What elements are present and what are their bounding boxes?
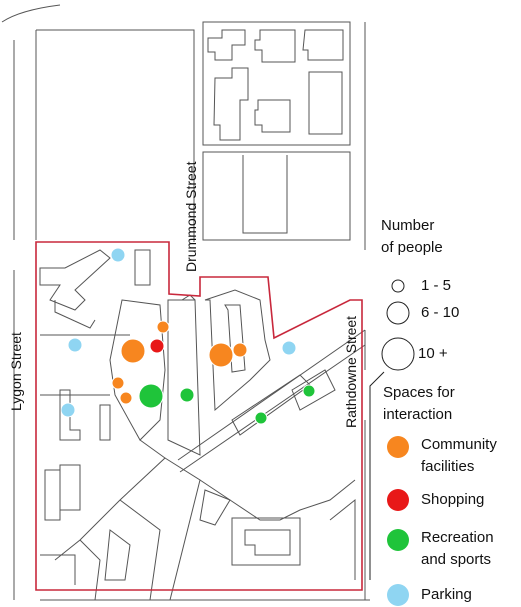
size-small-label: 1 - 5: [421, 277, 452, 294]
legend-bracket: [369, 371, 385, 580]
shopping-legend-icon: [387, 489, 409, 511]
legend-type-title-line2: interaction: [383, 406, 453, 423]
community-marker: [119, 391, 133, 405]
community-label-line2: facilities: [421, 458, 475, 475]
community-marker: [156, 320, 170, 334]
lygon-street-label: Lygon Street: [8, 332, 24, 411]
size-medium-label: 6 - 10: [421, 304, 460, 321]
recreation-legend-icon: [387, 529, 409, 551]
shopping-label: Shopping: [421, 491, 485, 508]
parking-marker: [281, 340, 297, 356]
parking-marker: [60, 402, 76, 418]
community-marker: [120, 338, 146, 364]
buildings-north: [207, 29, 344, 141]
parking-legend-icon: [387, 584, 409, 606]
drummond-street-label: Drummond Street: [183, 161, 199, 272]
recreation-marker: [254, 411, 268, 425]
community-marker: [111, 376, 125, 390]
study-area-boundary: [35, 241, 363, 591]
recreation-label-line1: Recreation: [421, 529, 494, 546]
parking-label: Parking: [421, 586, 472, 603]
legend-type-circles: [387, 436, 409, 606]
legend-size-circles: [381, 279, 415, 371]
legend-size-title-line1: Number: [381, 217, 435, 234]
parking-marker: [67, 337, 83, 353]
recreation-label-line2: and sports: [421, 551, 492, 568]
size-medium-icon: [386, 301, 410, 325]
recreation-marker: [302, 384, 316, 398]
legend-type-title-line1: Spaces for: [383, 384, 455, 401]
interaction-markers: [60, 247, 316, 425]
size-small-icon: [391, 279, 405, 293]
legend-size-title-line2: of people: [381, 239, 443, 256]
parking-marker: [110, 247, 126, 263]
community-marker: [208, 342, 234, 368]
recreation-marker: [179, 387, 195, 403]
shopping-marker: [149, 338, 165, 354]
size-large-icon: [381, 337, 415, 371]
size-large-label: 10 +: [418, 345, 448, 362]
community-legend-icon: [387, 436, 409, 458]
community-marker: [232, 342, 248, 358]
recreation-marker: [138, 383, 164, 409]
site-streets: [39, 249, 366, 601]
community-label-line1: Community: [421, 436, 497, 453]
rathdowne-street-label: Rathdowne Street: [343, 315, 359, 428]
